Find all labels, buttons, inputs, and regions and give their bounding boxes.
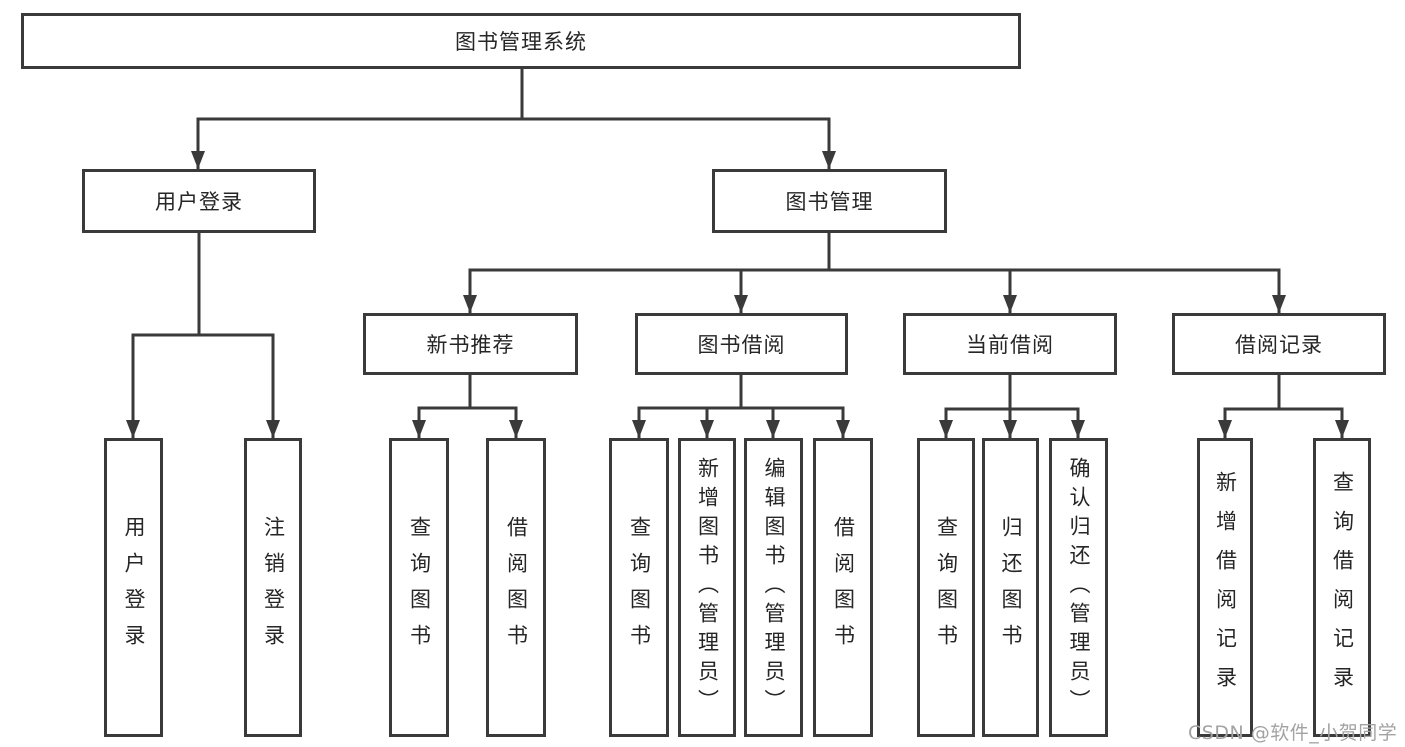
node-user-login: 用户登录 [82, 169, 316, 233]
leaf-current-query-label: 查询图书 [934, 515, 959, 660]
leaf-borrow-query: 查询图书 [609, 438, 669, 737]
leaf-record-add: 新增借阅记录 [1197, 438, 1253, 737]
node-book-management-label: 图书管理 [785, 190, 874, 214]
node-borrow-records-label: 借阅记录 [1235, 333, 1323, 357]
leaf-current-return-label: 归还图书 [999, 515, 1023, 660]
node-root-label: 图书管理系统 [455, 30, 587, 54]
leaf-newbook-query-label: 查询图书 [407, 515, 432, 660]
leaf-newbook-borrow-label: 借阅图书 [504, 515, 529, 660]
leaf-borrow-add-admin-label: 新增图书（管理员） [695, 457, 720, 718]
leaf-borrow-book-label: 借阅图书 [831, 515, 856, 660]
leaf-current-return: 归还图书 [982, 438, 1039, 737]
leaf-borrow-edit-admin-label: 编辑图书（管理员） [762, 457, 786, 718]
node-root-system: 图书管理系统 [21, 13, 1021, 69]
node-current-borrow: 当前借阅 [903, 313, 1117, 375]
node-new-book-recommend: 新书推荐 [363, 313, 578, 375]
node-user-login-label: 用户登录 [155, 190, 243, 214]
leaf-newbook-borrow: 借阅图书 [486, 438, 546, 737]
leaf-user-login-label: 用户登录 [122, 515, 146, 660]
leaf-logout: 注销登录 [244, 438, 302, 737]
csdn-watermark: CSDN @软件_小贺同学 [1188, 722, 1398, 744]
leaf-current-confirm-admin: 确认归还（管理员） [1049, 438, 1108, 737]
leaf-current-confirm-admin-label: 确认归还（管理员） [1067, 457, 1091, 718]
leaf-current-query: 查询图书 [917, 438, 975, 737]
leaf-record-query-label: 查询借阅记录 [1330, 470, 1355, 705]
leaf-user-login: 用户登录 [104, 438, 163, 737]
node-borrow-records: 借阅记录 [1172, 313, 1386, 375]
leaf-record-query: 查询借阅记录 [1313, 438, 1371, 737]
leaf-borrow-add-admin: 新增图书（管理员） [678, 438, 736, 737]
node-book-management: 图书管理 [712, 169, 947, 233]
node-new-book-recommend-label: 新书推荐 [426, 333, 515, 357]
leaf-borrow-query-label: 查询图书 [627, 515, 652, 660]
leaf-borrow-book: 借阅图书 [813, 438, 873, 737]
node-book-borrow: 图书借阅 [635, 313, 848, 375]
node-current-borrow-label: 当前借阅 [966, 333, 1054, 357]
node-book-borrow-label: 图书借阅 [697, 333, 786, 357]
leaf-borrow-edit-admin: 编辑图书（管理员） [744, 438, 803, 737]
leaf-logout-label: 注销登录 [261, 515, 286, 660]
leaf-newbook-query: 查询图书 [389, 438, 449, 737]
leaf-record-add-label: 新增借阅记录 [1213, 470, 1238, 705]
